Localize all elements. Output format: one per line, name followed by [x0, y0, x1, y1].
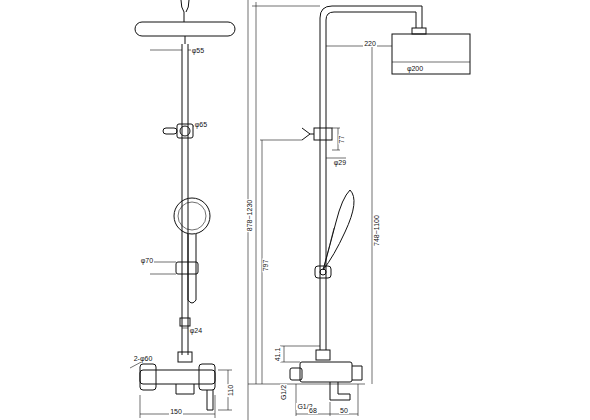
dimension-label: 50 [339, 407, 349, 414]
dimension-label: φ200 [406, 65, 424, 72]
dimension-label: 77 [338, 134, 345, 144]
dimension-label: φ65 [194, 121, 208, 128]
dimension-label: 878~1230 [247, 198, 254, 231]
front-view [130, 0, 235, 418]
dimension-label: φ29 [333, 159, 347, 166]
dimension-label: 41.1 [275, 346, 282, 362]
dimension-label: φ70 [140, 257, 154, 264]
dimension-label: 220 [363, 40, 377, 47]
side-view [248, 0, 470, 420]
dimension-label: 2-φ60 [133, 355, 154, 362]
dimension-label: φ24 [189, 327, 203, 334]
dimension-label: 68 [308, 407, 318, 414]
dimension-label: 150 [169, 408, 183, 415]
dimension-label: G1/2 [281, 383, 288, 400]
dimension-label: 797 [263, 258, 270, 272]
dimension-label: 110 [227, 383, 234, 396]
dimension-label: 748~1100 [372, 214, 379, 247]
dimension-label: φ55 [191, 47, 205, 54]
